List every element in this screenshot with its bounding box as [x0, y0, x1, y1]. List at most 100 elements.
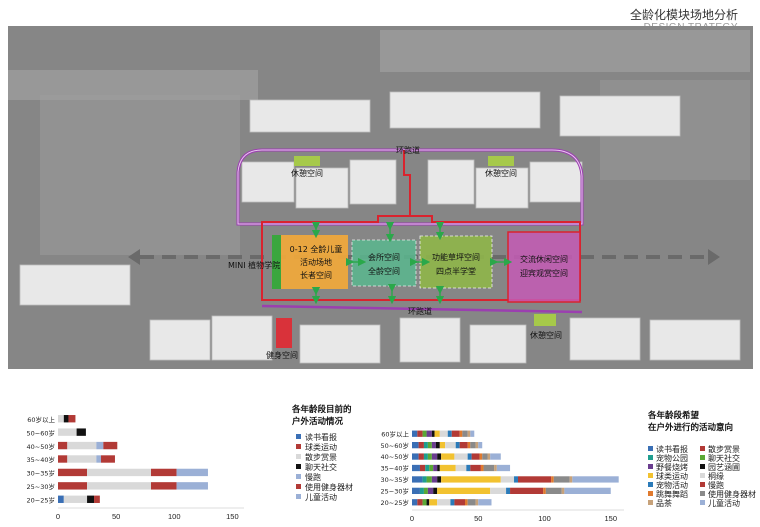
rest-pad-bottom [534, 314, 556, 326]
bar-segment [454, 453, 468, 460]
bar-segment [423, 453, 428, 460]
category-label: 40~50岁 [381, 452, 410, 461]
bar-segment [67, 441, 97, 450]
category-label: 50~60岁 [27, 428, 56, 437]
legend2-title-1: 各年龄段希望 [647, 410, 700, 421]
x-tick-label: 100 [168, 512, 181, 521]
bar-segment [569, 476, 573, 483]
label-kids-1: 0-12 全龄儿童 [290, 244, 343, 254]
legend-swatch [700, 446, 705, 451]
legend-swatch [296, 454, 301, 459]
bar-segment [441, 453, 455, 460]
legend-swatch [700, 464, 705, 469]
bar-segment [483, 464, 495, 472]
bar-segment [427, 453, 432, 460]
bar-segment [433, 487, 438, 494]
bar-segment [412, 476, 423, 483]
lawn-area [40, 95, 240, 255]
label-social-1: 交流休闲空间 [520, 254, 568, 264]
legend-item: 聊天社交 [708, 453, 740, 463]
legend-item: 宠物公园 [656, 453, 688, 463]
bar-segment [151, 468, 177, 477]
legend-swatch [296, 494, 301, 499]
legend-swatch [700, 473, 705, 478]
legend-swatch [296, 434, 301, 439]
legend-item: 慢跑 [305, 472, 321, 482]
label-track-bottom: 环跑道 [408, 306, 432, 316]
bar-segment [431, 476, 438, 483]
bar-segment [467, 442, 471, 449]
category-label: 25~30岁 [381, 487, 410, 496]
bar-segment [518, 476, 552, 483]
legend-swatch [700, 500, 705, 505]
bar-segment [431, 430, 435, 437]
bar-segment [87, 482, 151, 490]
label-lawn-2: 四点半学堂 [436, 266, 476, 276]
bar-segment [564, 487, 611, 494]
bar-segment [510, 487, 544, 494]
axis-arrow-right [708, 249, 720, 265]
label-rest-left: 休憩空间 [291, 168, 323, 178]
bar-segment [439, 430, 448, 437]
category-label: 30~35岁 [381, 475, 410, 484]
label-museum: MINI 植物学院 [228, 260, 280, 270]
bar-segment [441, 476, 501, 483]
bar-segment [434, 430, 440, 437]
bar-segment [454, 499, 465, 506]
bar-segment [572, 476, 619, 483]
bar-segment [58, 482, 88, 490]
bar-segment [450, 499, 455, 506]
legend1-title-2: 户外活动情况 [291, 416, 344, 427]
bar-segment [412, 442, 419, 449]
building-blocks [19, 91, 741, 364]
legend-item: 野餐烧烤 [656, 462, 688, 472]
x-tick-label: 150 [226, 512, 239, 521]
legend-swatch [700, 491, 705, 496]
bar-segment [418, 453, 424, 460]
bar-segment [412, 487, 420, 494]
category-label: 25~30岁 [27, 482, 56, 491]
label-fitness: 健身空间 [266, 350, 298, 360]
bar-segment [151, 482, 177, 490]
bar-segment [514, 476, 518, 483]
road [380, 30, 750, 72]
bar-segment [439, 442, 446, 449]
bar-segment [423, 442, 428, 449]
label-track-top: 环跑道 [396, 145, 420, 155]
bar-segment [412, 430, 418, 437]
bar-segment [96, 441, 104, 450]
bar-segment [459, 442, 468, 449]
bar-segment [422, 476, 427, 483]
bar-segment [101, 455, 115, 463]
legend-swatch [296, 444, 301, 449]
zone-club [351, 239, 417, 287]
bar-segment [426, 499, 430, 506]
label-rest-right: 休憩空间 [485, 168, 517, 178]
category-label: 30~35岁 [27, 469, 56, 478]
bar-segment [490, 487, 507, 494]
x-tick-label: 0 [56, 512, 60, 521]
bar-segment [466, 464, 471, 472]
legend-item: 慢跑 [708, 480, 724, 490]
label-kids-3: 长者空间 [300, 270, 332, 280]
bar-segment [419, 487, 424, 494]
bar-segment [475, 442, 479, 449]
bar-segment [490, 453, 501, 460]
bar-segment [487, 453, 491, 460]
bar-segment [439, 464, 456, 472]
bar-segment [467, 499, 476, 506]
bar-segment [455, 464, 467, 472]
legend-item: 球类运动 [656, 471, 688, 481]
legend-swatch [648, 464, 653, 469]
bar-segment [427, 487, 434, 494]
zone-lawn [419, 235, 493, 289]
legend-swatch [648, 482, 653, 487]
bar-segment [496, 464, 511, 472]
legend-item: 球类运动 [305, 442, 337, 452]
legend-swatch [700, 482, 705, 487]
bar-segment [68, 415, 76, 423]
category-label: 60岁以上 [27, 415, 55, 424]
bar-segment [63, 495, 88, 503]
bar-segment [423, 487, 428, 494]
bar-segment [470, 442, 476, 449]
